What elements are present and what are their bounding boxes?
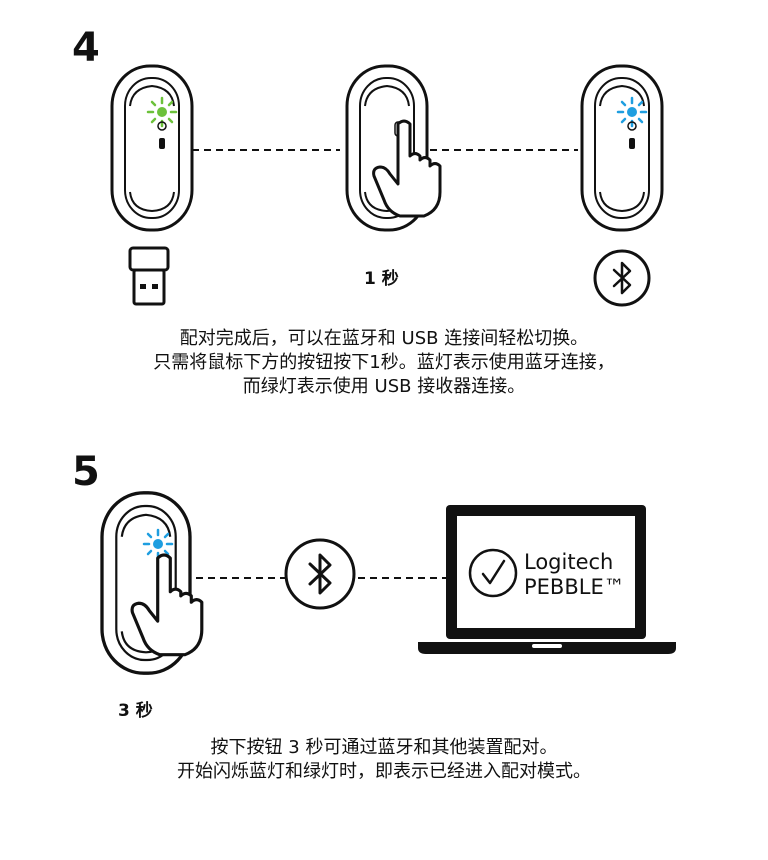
mouse-icon <box>110 64 194 232</box>
blue-led-icon <box>142 528 174 560</box>
bluetooth-icon <box>284 538 356 610</box>
step-number: 5 <box>72 449 100 495</box>
logo-product: PEBBLE™ <box>524 575 625 599</box>
description-line: 配对完成后，可以在蓝牙和 USB 连接间轻松切换。 <box>179 328 589 349</box>
mouse-icon <box>580 64 664 232</box>
green-led-icon <box>146 96 178 128</box>
logo-text: Logitech PEBBLE™ <box>524 550 625 600</box>
description-line: 按下按钮 3 秒可通过蓝牙和其他装置配对。 <box>210 737 558 758</box>
checkmark-icon <box>468 548 518 598</box>
description-line: 而绿灯表示使用 USB 接收器连接。 <box>242 376 526 397</box>
step-number: 4 <box>72 25 100 71</box>
description-line: 开始闪烁蓝灯和绿灯时，即表示已经进入配对模式。 <box>177 761 591 782</box>
logo-brand: Logitech <box>524 550 614 574</box>
bluetooth-icon <box>593 249 651 307</box>
description-line: 只需将鼠标下方的按钮按下1秒。蓝灯表示使用蓝牙连接， <box>153 352 615 373</box>
switch-icon <box>629 138 635 149</box>
blue-led-icon <box>616 96 648 128</box>
power-button-icon <box>627 121 637 131</box>
hold-duration-label: 3 秒 <box>118 701 153 721</box>
switch-icon <box>159 138 165 149</box>
usb-receiver-icon <box>128 246 170 306</box>
power-button-icon <box>157 121 167 131</box>
step-description: 按下按钮 3 秒可通过蓝牙和其他装置配对。 开始闪烁蓝灯和绿灯时，即表示已经进入… <box>0 736 768 784</box>
step-description: 配对完成后，可以在蓝牙和 USB 连接间轻松切换。 只需将鼠标下方的按钮按下1秒… <box>0 327 768 399</box>
laptop-icon <box>418 505 676 654</box>
hold-duration-label: 1 秒 <box>364 269 399 289</box>
